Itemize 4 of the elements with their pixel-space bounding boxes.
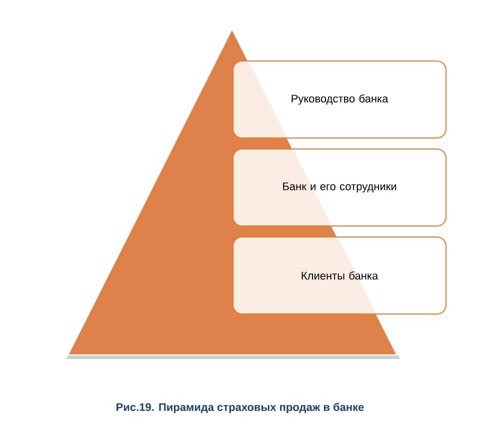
level-box: Руководство банка bbox=[232, 60, 447, 139]
caption: Рис.19. Пирамида страховых продаж в банке bbox=[116, 402, 364, 414]
level-box: Клиенты банка bbox=[232, 236, 447, 315]
level-box: Банк и его сотрудники bbox=[232, 148, 447, 227]
